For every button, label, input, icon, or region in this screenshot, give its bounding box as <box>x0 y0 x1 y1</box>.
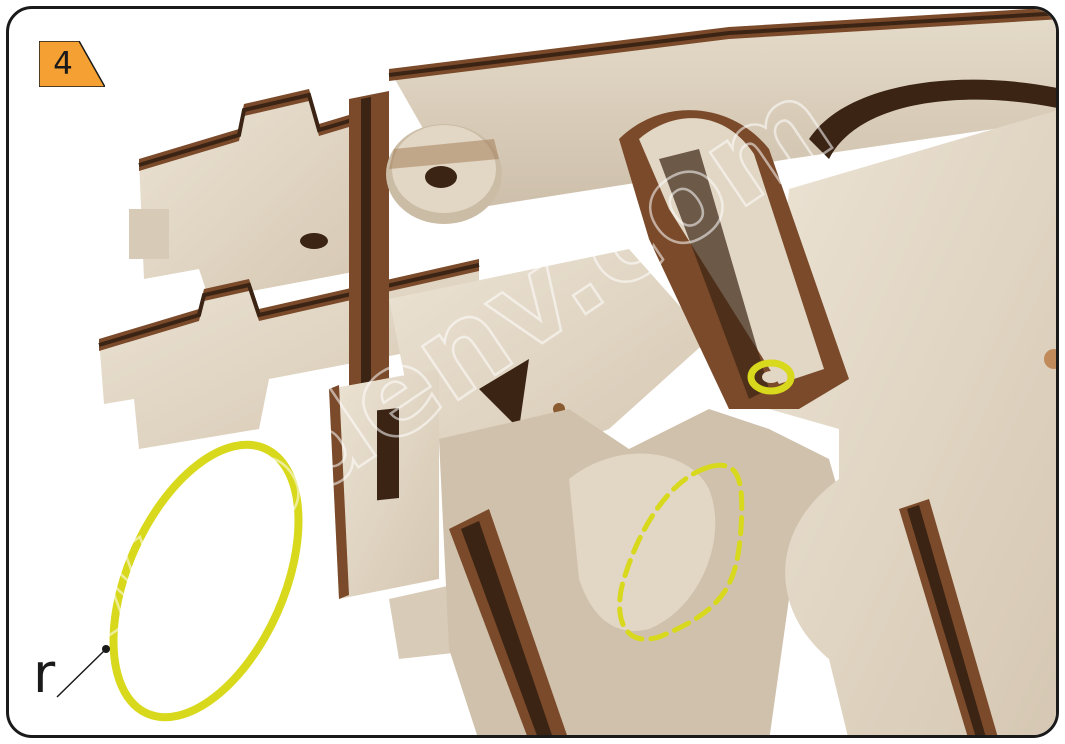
part-label: r <box>33 645 69 703</box>
step-number: 4 <box>39 41 87 87</box>
instruction-panel: woodenv.com 4 r <box>6 6 1059 738</box>
left-cross-plate-upper <box>129 89 369 299</box>
assembly-illustration: woodenv.com <box>9 9 1059 738</box>
right-plate <box>769 109 1059 738</box>
step-badge: 4 <box>39 41 105 87</box>
gear <box>386 124 502 224</box>
